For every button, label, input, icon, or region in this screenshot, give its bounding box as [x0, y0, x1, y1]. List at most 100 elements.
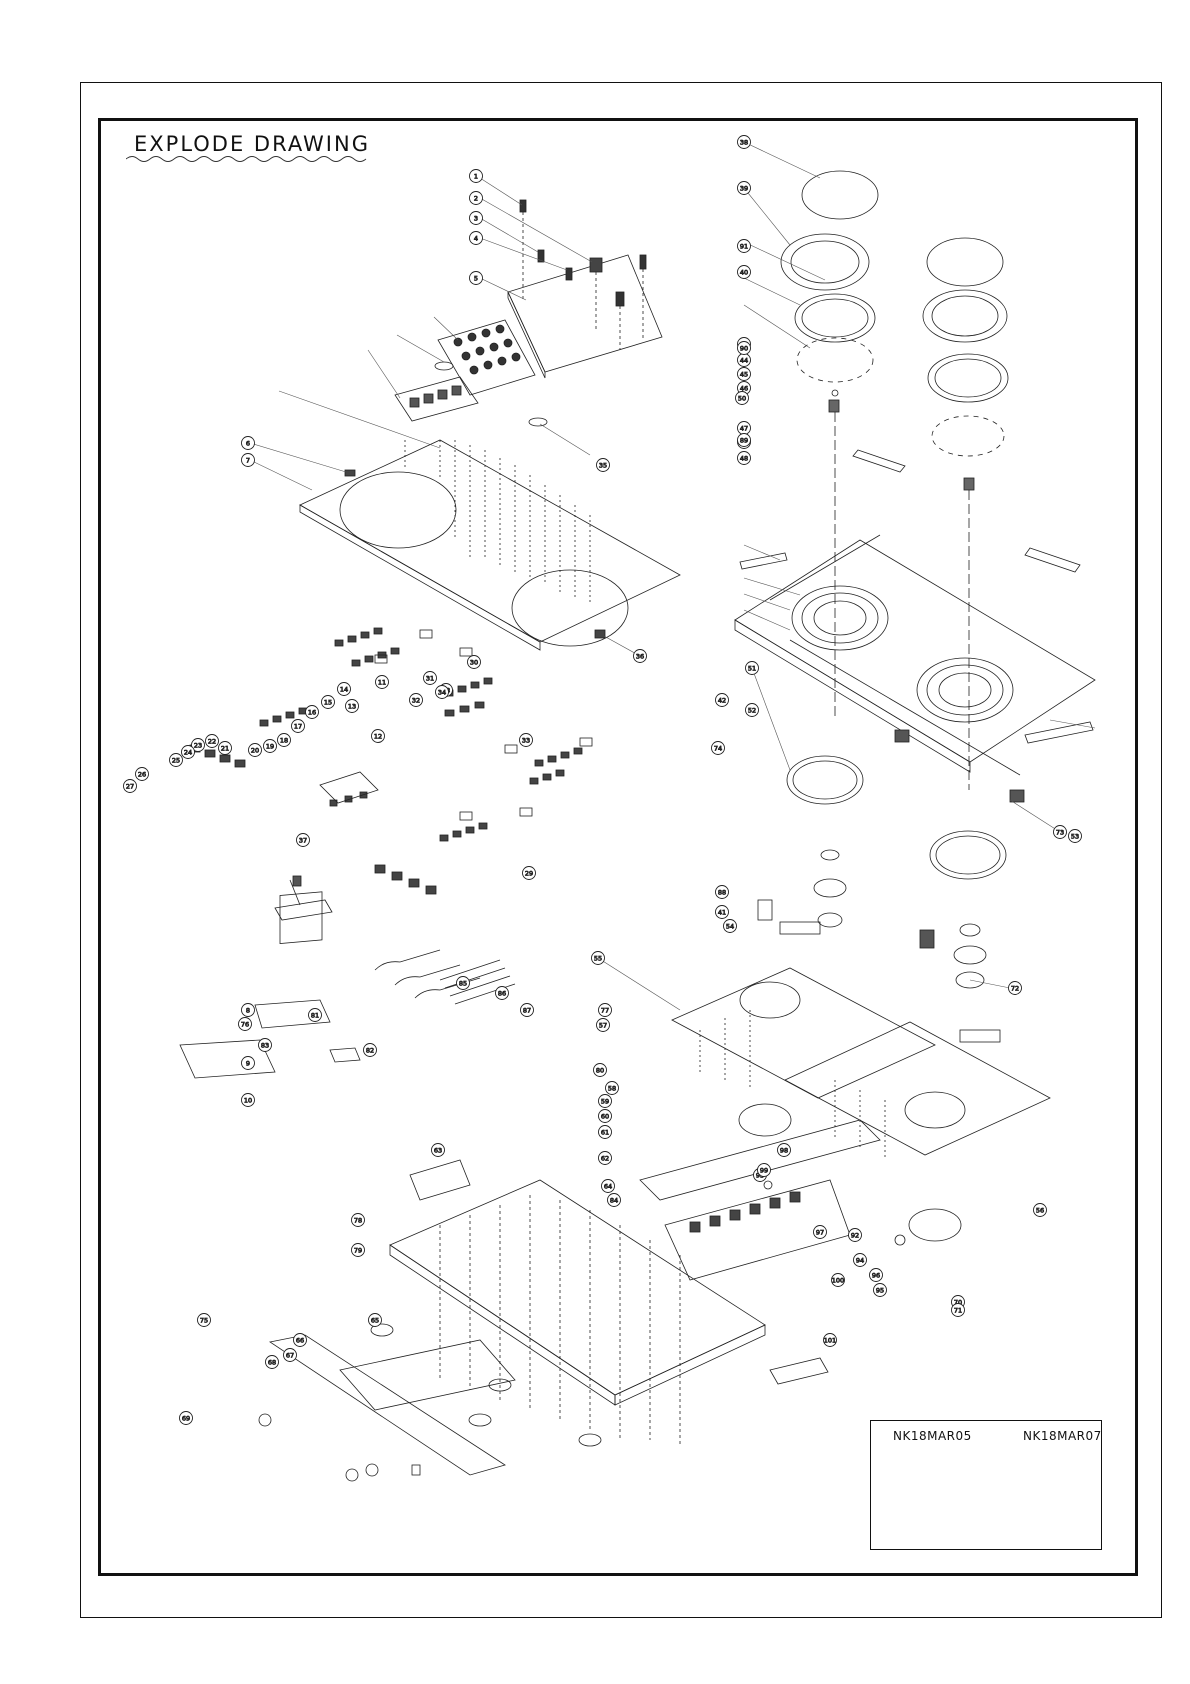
callout-5: 5	[469, 271, 483, 285]
callout-44: 44	[737, 353, 751, 367]
callout-81: 81	[308, 1008, 322, 1022]
callout-34: 34	[435, 685, 449, 699]
svg-text:44: 44	[740, 356, 748, 364]
callout-74: 74	[711, 741, 725, 755]
svg-text:42: 42	[718, 696, 726, 704]
svg-text:96: 96	[872, 1271, 880, 1279]
svg-text:73: 73	[1056, 828, 1064, 836]
callout-3: 3	[469, 211, 483, 225]
variant-legend-box: NK18MAR05 NK18MAR07	[870, 1420, 1102, 1550]
title-underline-wave	[126, 156, 367, 162]
variant-label-nk18mar07: NK18MAR07	[1023, 1429, 1102, 1443]
outer-border-frame	[80, 82, 1162, 1618]
svg-text:40: 40	[740, 268, 748, 276]
callout-85: 85	[456, 976, 470, 990]
main-pcb-boards	[671, 921, 1051, 1242]
callout-4: 4	[469, 231, 483, 245]
platter-left-stack	[780, 170, 879, 720]
callout-56: 56	[1033, 1203, 1047, 1217]
callout-38: 38	[737, 135, 751, 149]
svg-text:5: 5	[474, 274, 478, 282]
callout-84: 84	[607, 1193, 621, 1207]
svg-text:9: 9	[246, 1059, 250, 1067]
callout-100: 100	[831, 1273, 845, 1287]
callout-33: 33	[519, 733, 533, 747]
svg-text:35: 35	[599, 461, 607, 469]
callout-75: 75	[197, 1313, 211, 1327]
svg-text:7: 7	[246, 456, 250, 464]
svg-text:92: 92	[851, 1231, 859, 1239]
callout-92: 92	[848, 1228, 862, 1242]
callout-14: 14	[337, 682, 351, 696]
callout-45: 45	[737, 367, 751, 381]
knob-array-panel	[437, 319, 536, 396]
svg-text:10: 10	[244, 1096, 252, 1104]
svg-text:37: 37	[299, 836, 307, 844]
svg-text:4: 4	[474, 234, 478, 242]
svg-text:17: 17	[294, 722, 302, 730]
callout-61: 61	[598, 1125, 612, 1139]
svg-text:66: 66	[296, 1336, 304, 1344]
callout-83: 83	[258, 1038, 272, 1052]
callout-59: 59	[598, 1094, 612, 1108]
svg-text:72: 72	[1011, 984, 1019, 992]
svg-text:56: 56	[1036, 1206, 1044, 1214]
svg-text:52: 52	[748, 706, 756, 714]
svg-text:48: 48	[740, 454, 748, 462]
platter-right-stack	[922, 237, 1009, 790]
callout-52: 52	[745, 703, 759, 717]
knob-caps	[519, 199, 647, 307]
svg-text:101: 101	[824, 1336, 836, 1344]
callout-41: 41	[715, 905, 729, 919]
callout-23: 23	[191, 738, 205, 752]
callout-96: 96	[869, 1268, 883, 1282]
callout-16: 16	[305, 705, 319, 719]
callout-62: 62	[598, 1151, 612, 1165]
main-top-chassis	[734, 534, 1096, 776]
svg-text:94: 94	[856, 1256, 864, 1264]
callout-95: 95	[873, 1283, 887, 1297]
svg-text:22: 22	[208, 737, 216, 745]
svg-text:30: 30	[470, 658, 478, 666]
svg-text:24: 24	[184, 748, 192, 756]
ribbon-cables	[374, 949, 516, 1005]
svg-text:13: 13	[348, 702, 356, 710]
svg-text:14: 14	[340, 685, 348, 693]
svg-text:25: 25	[172, 756, 180, 764]
svg-text:70: 70	[954, 1298, 962, 1306]
svg-text:58: 58	[608, 1084, 616, 1092]
svg-text:20: 20	[251, 746, 259, 754]
svg-text:91: 91	[740, 242, 748, 250]
callout-51: 51	[745, 661, 759, 675]
svg-text:54: 54	[726, 922, 734, 930]
svg-text:31: 31	[426, 674, 434, 682]
callout-82: 82	[363, 1043, 377, 1057]
callout-68: 68	[265, 1355, 279, 1369]
callout-90: 90	[737, 341, 751, 355]
spindle-washers	[757, 849, 987, 989]
svg-text:95: 95	[876, 1286, 884, 1294]
svg-text:71: 71	[954, 1306, 962, 1314]
jog-rings	[786, 729, 1025, 880]
svg-text:79: 79	[354, 1246, 362, 1254]
callout-67: 67	[283, 1348, 297, 1362]
svg-text:88: 88	[718, 888, 726, 896]
callout-17: 17	[291, 719, 305, 733]
button-rows	[189, 627, 583, 895]
svg-text:26: 26	[138, 770, 146, 778]
knob-plate-assembly	[507, 199, 663, 379]
callout-73: 73	[1053, 825, 1067, 839]
svg-text:67: 67	[286, 1351, 294, 1359]
svg-text:21: 21	[221, 744, 229, 752]
svg-text:74: 74	[714, 744, 722, 752]
callout-58: 58	[605, 1081, 619, 1095]
callout-7: 7	[241, 453, 255, 467]
callout-54: 54	[723, 919, 737, 933]
bottom-case	[389, 1159, 829, 1445]
callout-11: 11	[375, 675, 389, 689]
svg-text:3: 3	[474, 214, 478, 222]
svg-text:60: 60	[601, 1112, 609, 1120]
svg-text:2: 2	[474, 194, 478, 202]
callout-8: 8	[241, 1003, 255, 1017]
callout-25: 25	[169, 753, 183, 767]
